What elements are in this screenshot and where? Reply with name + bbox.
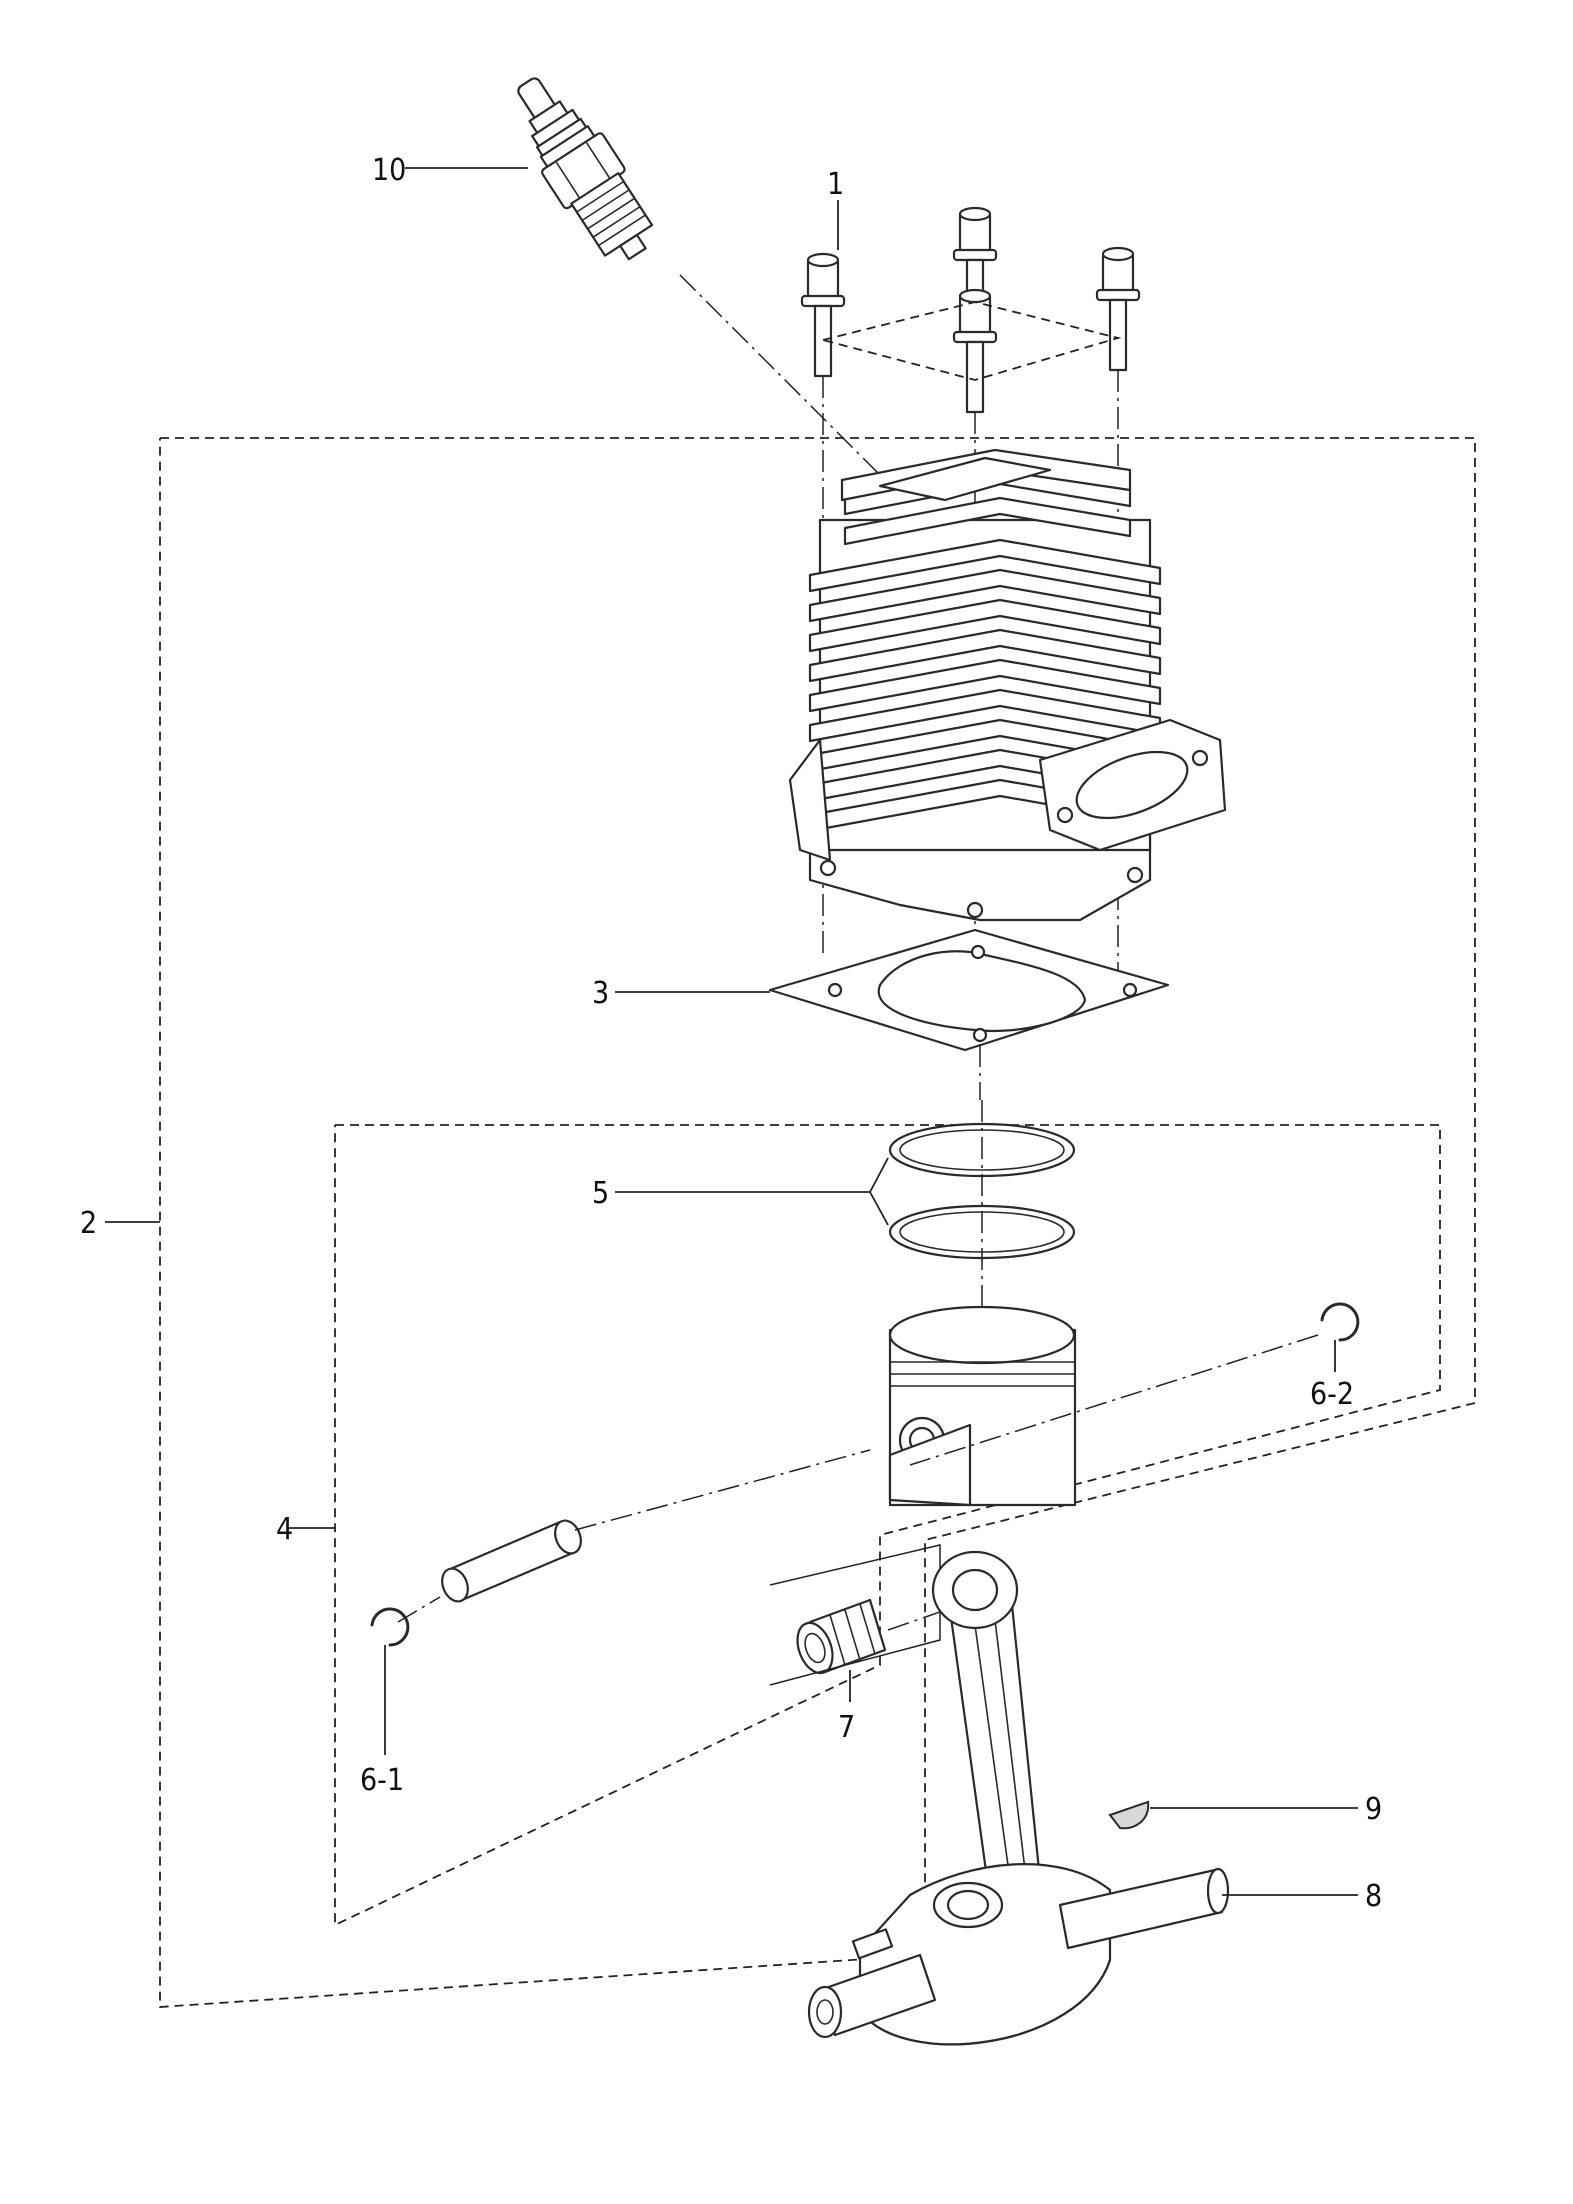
crankshaft[interactable] bbox=[807, 1550, 1230, 2046]
exhaust-port bbox=[1038, 718, 1227, 852]
bolt-pattern-guide bbox=[822, 301, 1122, 381]
piston[interactable] bbox=[888, 1305, 1077, 1507]
callout-7: 7 bbox=[838, 1710, 855, 1745]
callout-5: 5 bbox=[592, 1176, 609, 1211]
spark-plug[interactable] bbox=[496, 63, 667, 273]
callout-6-2: 6-2 bbox=[1310, 1377, 1354, 1412]
callout-6-1: 6-1 bbox=[360, 1763, 404, 1798]
callout-1: 1 bbox=[827, 167, 844, 202]
bolt bbox=[800, 252, 846, 378]
callout-3: 3 bbox=[592, 976, 609, 1011]
bolt bbox=[1095, 246, 1141, 372]
needle-bearing[interactable] bbox=[791, 1598, 887, 1678]
piston-pin[interactable] bbox=[438, 1517, 586, 1606]
pin-axis bbox=[397, 1596, 441, 1623]
circlip-right[interactable] bbox=[1320, 1302, 1360, 1342]
callout-leader-5b bbox=[869, 1191, 889, 1226]
callout-4: 4 bbox=[276, 1512, 293, 1547]
circlip-left[interactable] bbox=[370, 1607, 410, 1647]
pin-axis bbox=[909, 1334, 1319, 1466]
callout-9: 9 bbox=[1365, 1792, 1382, 1827]
assembly-group-4-outline bbox=[334, 1124, 1441, 1927]
callout-10: 10 bbox=[372, 153, 406, 188]
cylinder[interactable] bbox=[788, 448, 1227, 922]
bolt bbox=[952, 288, 998, 414]
callout-2: 2 bbox=[80, 1206, 97, 1241]
callout-8: 8 bbox=[1365, 1879, 1382, 1914]
spark-plug-axis bbox=[679, 274, 906, 501]
woodruff-key[interactable] bbox=[1108, 1800, 1150, 1830]
cylinder-gasket[interactable] bbox=[768, 928, 1170, 1052]
bearing-axis bbox=[887, 1604, 961, 1631]
callout-leader-5 bbox=[615, 1157, 889, 1193]
assembly-group-2-outline bbox=[159, 437, 1476, 2008]
pin-axis bbox=[574, 1449, 871, 1531]
cylinder-bolts[interactable] bbox=[800, 206, 1141, 414]
